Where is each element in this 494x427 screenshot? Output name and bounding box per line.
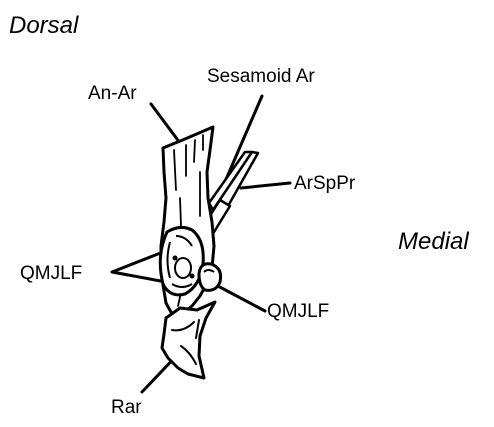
joint-facet-left [160,227,203,294]
leader-qmjlf-left-2 [112,272,166,282]
joint-facet-right [199,264,221,291]
leader-arsppr [241,183,290,188]
label-rar: Rar [111,398,142,417]
label-qmjlf-right: QMJLF [267,302,329,321]
label-sesamoid-ar: Sesamoid Ar [207,67,315,86]
label-qmjlf-left: QMJLF [20,264,82,283]
orientation-medial: Medial [398,230,469,254]
orientation-dorsal: Dorsal [9,14,78,38]
leader-qmjlf-right [216,285,265,311]
leader-qmjlf-left-1 [112,252,163,272]
label-an-ar: An-Ar [88,84,137,103]
label-arsppr: ArSpPr [294,174,355,193]
retroarticular-process [162,302,215,378]
